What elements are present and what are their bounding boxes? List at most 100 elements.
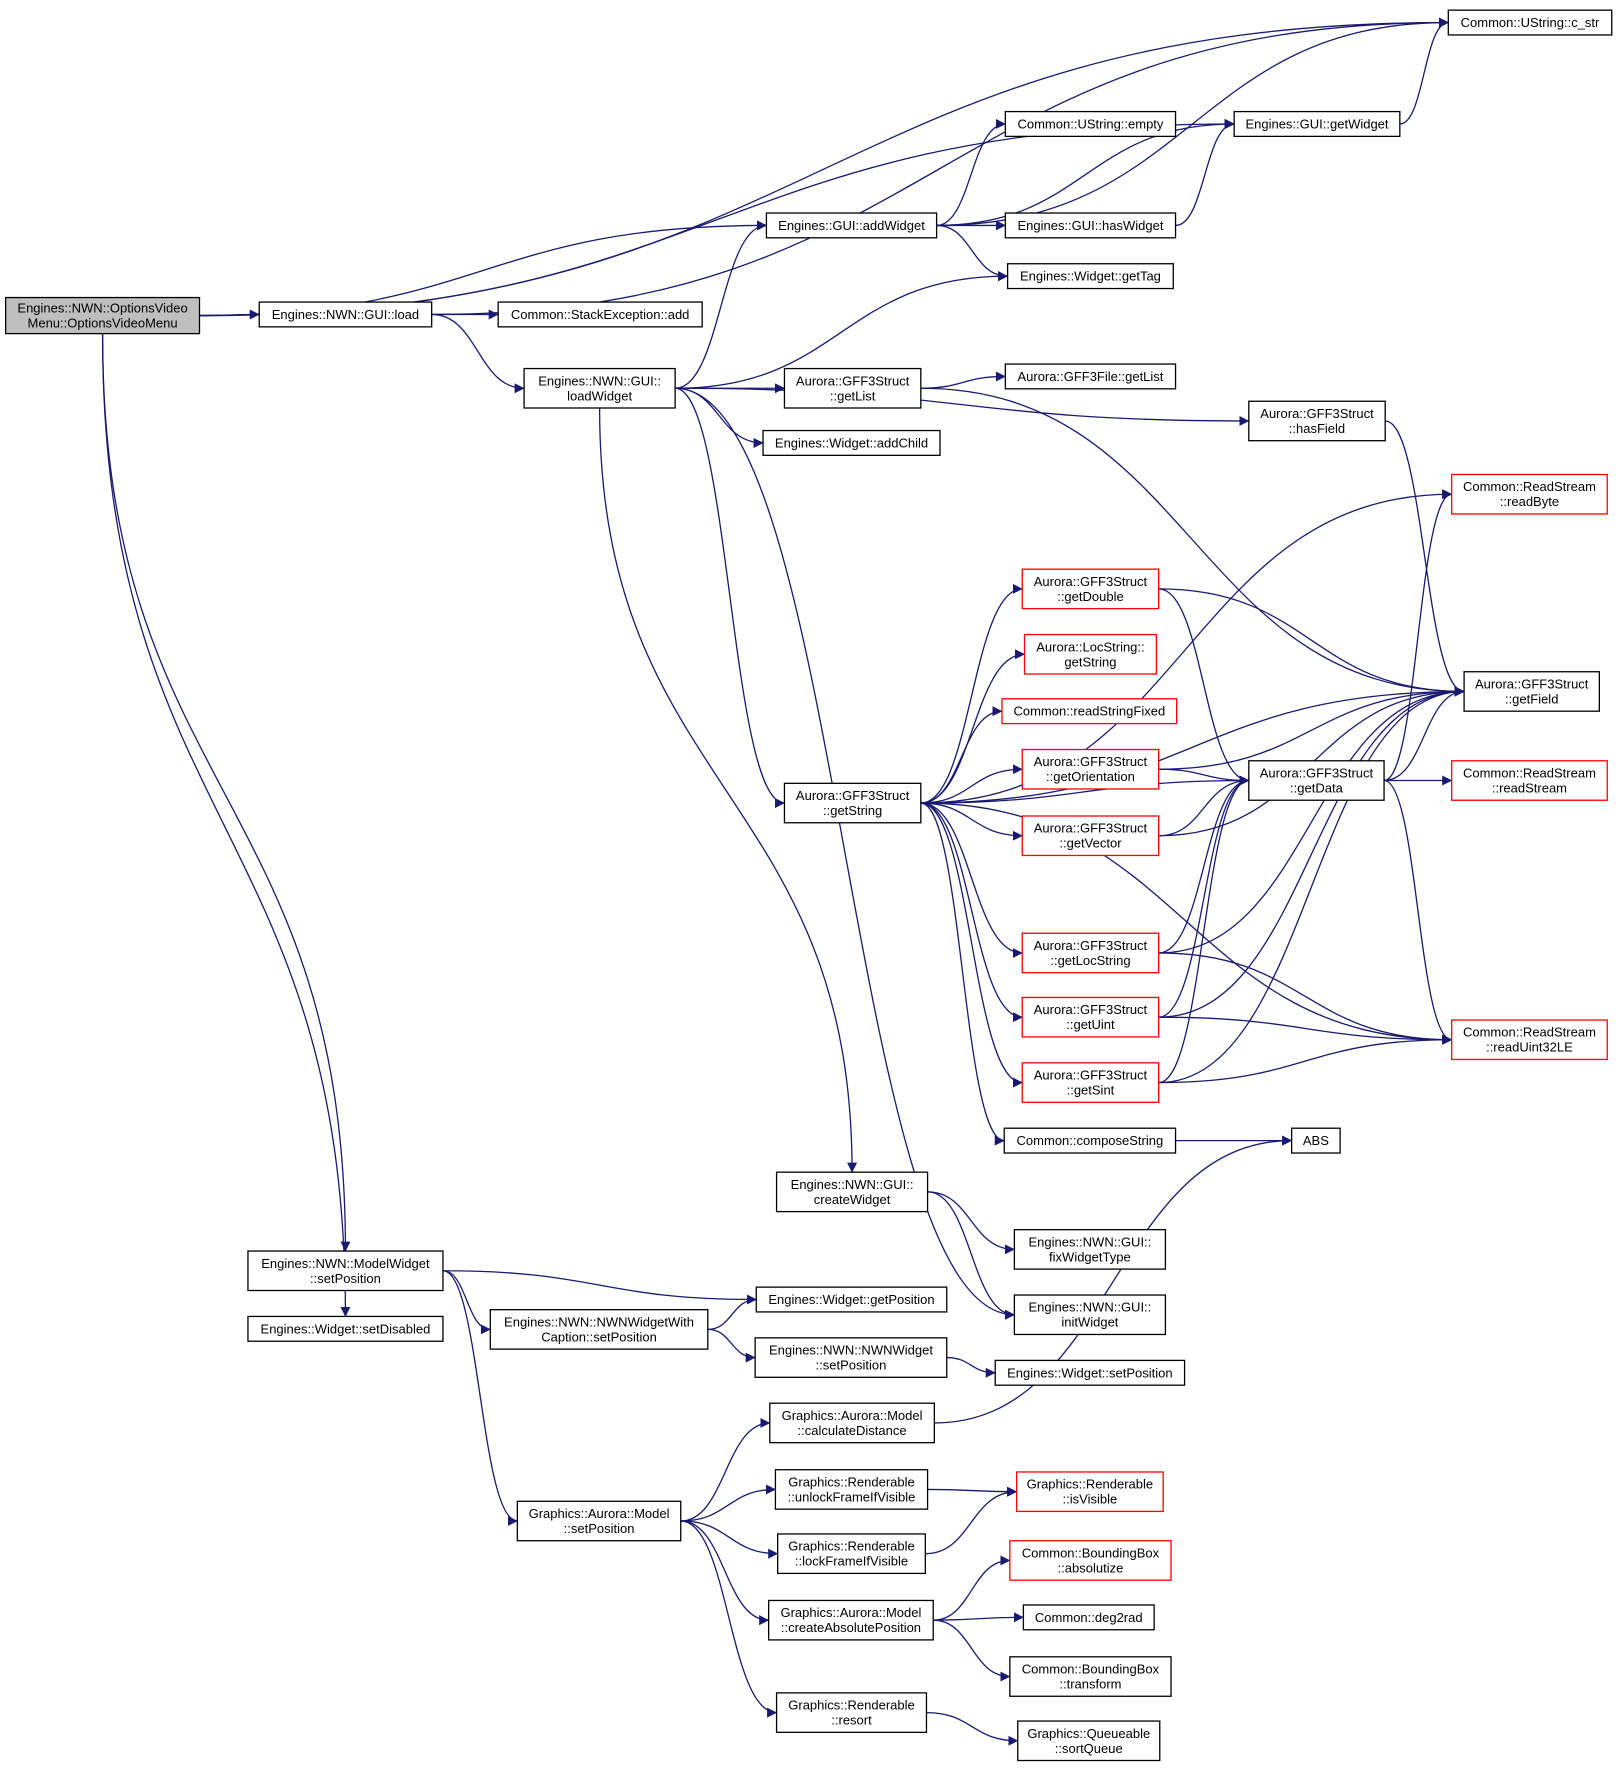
edge-get_data-to-get_field [1384, 686, 1465, 782]
node-label: ::setPosition [310, 1271, 381, 1286]
node-nwnwidget-setpos[interactable]: Engines::NWN::NWNWidget::setPosition [754, 1337, 948, 1378]
node-label: Aurora::GFF3File::getList [1017, 369, 1163, 384]
node-get-orientation[interactable]: Aurora::GFF3Struct::getOrientation [1021, 748, 1160, 790]
node-box [1248, 760, 1385, 801]
node-read-string-fixed[interactable]: Common::readStringFixed [1001, 698, 1178, 725]
node-box [1021, 815, 1160, 857]
node-label: ::getDouble [1057, 589, 1124, 604]
node-box [1006, 263, 1174, 290]
node-get-locstring[interactable]: Aurora::GFF3Struct::getLocString [1021, 932, 1160, 974]
node-get-vector[interactable]: Aurora::GFF3Struct::getVector [1021, 815, 1160, 857]
edge-get_sint-to-read_uint32 [1158, 1034, 1453, 1084]
node-label: Graphics::Renderable [788, 1539, 914, 1554]
node-label: Common::ReadStream [1463, 1025, 1596, 1040]
node-box [1004, 212, 1177, 239]
node-model-setpos[interactable]: Graphics::Aurora::Model::setPosition [516, 1500, 682, 1542]
node-caption-setpos[interactable]: Engines::NWN::NWNWidgetWithCaption::setP… [489, 1309, 709, 1350]
node-get-field[interactable]: Aurora::GFF3Struct::getField [1463, 671, 1600, 712]
node-box [775, 1171, 929, 1213]
node-stackexc-add[interactable]: Common::StackException::add [497, 301, 703, 328]
node-locstring-getstring[interactable]: Aurora::LocString::getString [1023, 633, 1158, 675]
node-create-widget[interactable]: Engines::NWN::GUI::createWidget [775, 1171, 929, 1213]
node-label: Engines::NWN::ModelWidget [261, 1256, 430, 1271]
node-set-disabled[interactable]: Engines::Widget::setDisabled [247, 1315, 444, 1342]
node-read-byte[interactable]: Common::ReadStream::readByte [1451, 473, 1608, 515]
node-gff-getstring[interactable]: Aurora::GFF3Struct::getString [783, 782, 922, 824]
node-box [1021, 1062, 1160, 1103]
node-widget-setpos[interactable]: Engines::Widget::setPosition [994, 1359, 1186, 1386]
node-box [1004, 363, 1177, 390]
edge-has_field-to-get_field [1385, 420, 1465, 697]
edge-get_data-to-read_uint32 [1383, 779, 1453, 1045]
node-abs[interactable]: ABS [1290, 1127, 1341, 1154]
node-has-widget[interactable]: Engines::GUI::hasWidget [1004, 212, 1177, 239]
node-absolutize[interactable]: Common::BoundingBox::absolutize [1009, 1540, 1172, 1581]
edge-get_vector-to-get_data [1158, 775, 1250, 837]
node-label: ::readByte [1500, 494, 1559, 509]
node-box [1013, 1294, 1167, 1336]
node-add-child[interactable]: Engines::Widget::addChild [762, 429, 941, 456]
edge-gff_getstring-to-get_data [920, 775, 1250, 804]
node-label: ::getVector [1059, 836, 1122, 851]
node-label: Graphics::Renderable [788, 1698, 914, 1713]
node-label: Common::BoundingBox [1022, 1662, 1160, 1677]
node-label: ::absolutize [1058, 1560, 1124, 1575]
node-get-data[interactable]: Aurora::GFF3Struct::getData [1248, 760, 1385, 801]
node-box [783, 782, 922, 824]
node-deg2rad[interactable]: Common::deg2rad [1022, 1604, 1155, 1631]
node-create-abs-pos[interactable]: Graphics::Aurora::Model::createAbsoluteP… [768, 1599, 934, 1641]
node-label: createWidget [814, 1192, 891, 1207]
node-label: Engines::NWN::GUI:: [791, 1177, 914, 1192]
edge-add_widget-to-get_widget [936, 118, 1235, 227]
node-get-tag[interactable]: Engines::Widget::getTag [1006, 263, 1174, 290]
node-root[interactable]: Engines::NWN::OptionsVideoMenu::OptionsV… [4, 296, 201, 335]
edge-root-to-c_str [199, 17, 1449, 317]
node-label: ::getLocString [1050, 953, 1130, 968]
node-init-widget[interactable]: Engines::NWN::GUI::initWidget [1013, 1294, 1167, 1336]
node-is-visible[interactable]: Graphics::Renderable::isVisible [1015, 1471, 1164, 1513]
node-unlock-frame[interactable]: Graphics::Renderable::unlockFrameIfVisib… [774, 1469, 929, 1510]
node-read-stream[interactable]: Common::ReadStream::readStream [1451, 760, 1608, 801]
node-add-widget[interactable]: Engines::GUI::addWidget [765, 212, 938, 239]
edge-get_locstring-to-get_field [1158, 686, 1465, 954]
node-box [1447, 9, 1613, 36]
node-get-uint[interactable]: Aurora::GFF3Struct::getUint [1021, 996, 1160, 1038]
node-get-sint[interactable]: Aurora::GFF3Struct::getSint [1021, 1062, 1160, 1103]
node-calc-distance[interactable]: Graphics::Aurora::Model::calculateDistan… [769, 1402, 936, 1444]
edge-root-to-set_disabled [101, 333, 351, 1317]
node-label: Aurora::LocString:: [1036, 639, 1144, 654]
node-get-widget[interactable]: Engines::GUI::getWidget [1233, 110, 1401, 138]
node-label: Engines::Widget::setDisabled [261, 1321, 431, 1336]
node-label: Engines::Widget::setPosition [1007, 1365, 1172, 1380]
node-gui-load[interactable]: Engines::NWN::GUI::load [258, 301, 433, 328]
node-label: ::readStream [1492, 781, 1567, 796]
node-c-str[interactable]: Common::UString::c_str [1447, 9, 1613, 36]
node-gfffile-getlist[interactable]: Aurora::GFF3File::getList [1004, 363, 1177, 390]
node-bbox-transform[interactable]: Common::BoundingBox::transform [1009, 1656, 1172, 1697]
node-sort-queue[interactable]: Graphics::Queueable::sortQueue [1017, 1720, 1161, 1762]
node-label: Engines::NWN::GUI:: [1028, 1300, 1151, 1315]
node-get-double[interactable]: Aurora::GFF3Struct::getDouble [1021, 568, 1160, 610]
edge-model_setpos-to-unlock_frame [680, 1484, 776, 1522]
node-load-widget[interactable]: Engines::NWN::GUI::loadWidget [523, 367, 676, 409]
node-ustring-empty[interactable]: Common::UString::empty [1004, 110, 1177, 138]
node-box [1009, 1540, 1172, 1581]
node-box [1023, 633, 1158, 675]
node-label: fixWidgetType [1049, 1249, 1131, 1264]
edge-modelwidget_setpos-to-widget_getpos [442, 1270, 757, 1305]
node-lock-frame[interactable]: Graphics::Renderable::lockFrameIfVisible [777, 1533, 926, 1575]
node-box [754, 1337, 948, 1378]
edge-gff_getstring-to-get_field [920, 686, 1465, 804]
node-modelwidget-setpos[interactable]: Engines::NWN::ModelWidget::setPosition [247, 1250, 444, 1292]
node-compose-string[interactable]: Common::composeString [1003, 1127, 1177, 1154]
node-gff-getlist[interactable]: Aurora::GFF3Struct::getList [783, 367, 922, 409]
edge-unlock_frame-to-is_visible [927, 1486, 1018, 1497]
node-box [1015, 1471, 1164, 1513]
node-resort[interactable]: Graphics::Renderable::resort [775, 1692, 928, 1733]
node-widget-getpos[interactable]: Engines::Widget::getPosition [755, 1286, 948, 1313]
node-has-field[interactable]: Aurora::GFF3Struct::hasField [1248, 400, 1386, 442]
edge-get_data-to-read_byte [1383, 489, 1453, 782]
node-read-uint32[interactable]: Common::ReadStream::readUint32LE [1451, 1019, 1608, 1061]
node-fix-widget-type[interactable]: Engines::NWN::GUI::fixWidgetType [1013, 1228, 1167, 1270]
edge-gui_load-to-c_str [431, 17, 1449, 316]
